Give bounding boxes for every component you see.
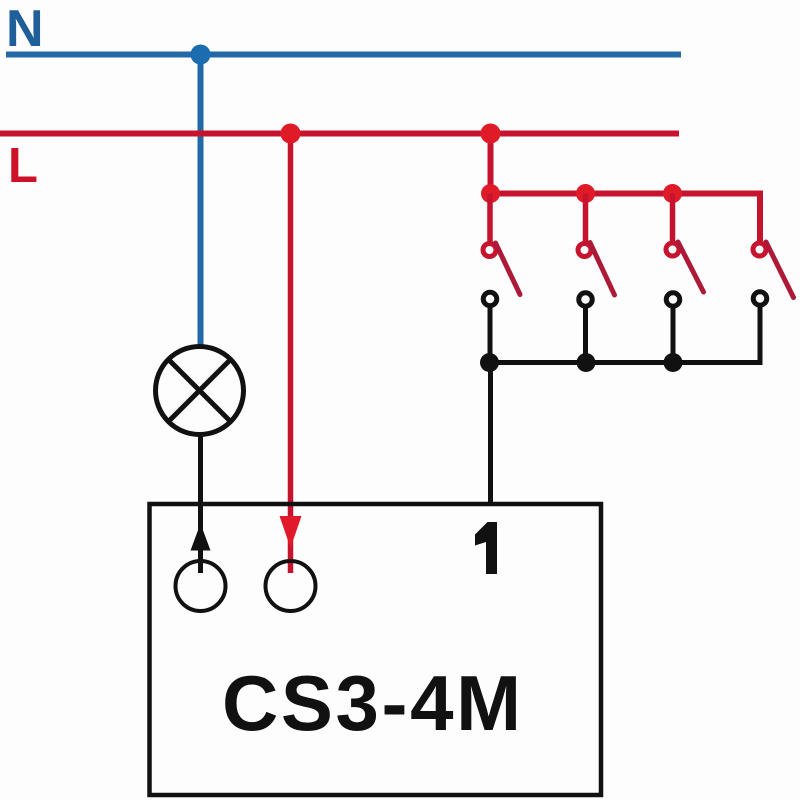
svg-text:CS3-4M: CS3-4M (222, 659, 524, 747)
svg-text:L: L (8, 139, 38, 193)
svg-text:N: N (6, 0, 44, 58)
